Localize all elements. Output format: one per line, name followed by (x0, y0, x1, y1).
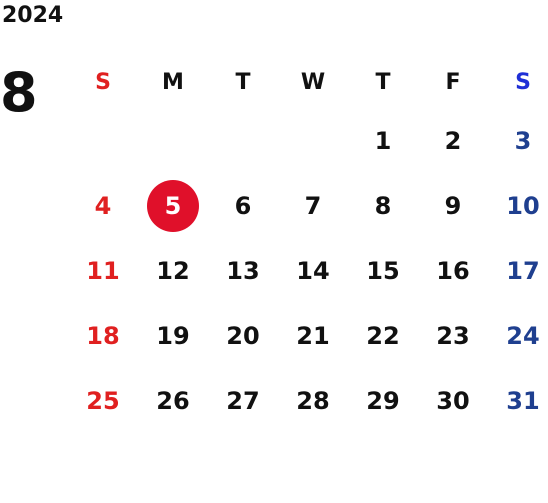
day-cell (68, 108, 138, 173)
day-cell[interactable]: 8 (374, 191, 392, 220)
day-cell[interactable]: 18 (86, 321, 120, 350)
day-cell[interactable]: 11 (86, 256, 120, 285)
day-cell (208, 108, 278, 173)
day-cell (138, 108, 208, 173)
day-cell[interactable]: 16 (436, 256, 470, 285)
today-number: 5 (164, 191, 182, 220)
day-cell[interactable]: 15 (366, 256, 400, 285)
weekday-wednesday: W (300, 69, 326, 95)
day-cell-today[interactable]: 5 (138, 173, 208, 238)
week-row-4: 18 19 20 21 22 23 24 (68, 303, 548, 368)
day-cell[interactable]: 9 (444, 191, 462, 220)
weekday-thursday: T (375, 69, 391, 95)
day-cell[interactable]: 2 (444, 126, 462, 155)
day-cell[interactable]: 22 (366, 321, 400, 350)
weekday-friday: F (445, 69, 461, 95)
day-cell[interactable]: 29 (366, 386, 400, 415)
day-cell[interactable]: 27 (226, 386, 260, 415)
day-cell[interactable]: 30 (436, 386, 470, 415)
day-cell[interactable]: 6 (234, 191, 252, 220)
day-cell[interactable]: 17 (506, 256, 540, 285)
weekday-monday: M (162, 69, 184, 95)
month-label: 8 (0, 61, 38, 124)
day-cell[interactable]: 25 (86, 386, 120, 415)
weekday-sunday: S (95, 69, 111, 95)
weekday-saturday: S (515, 69, 531, 95)
day-cell[interactable]: 21 (296, 321, 330, 350)
day-cell[interactable]: 14 (296, 256, 330, 285)
day-cell[interactable]: 28 (296, 386, 330, 415)
day-cell[interactable]: 12 (156, 256, 190, 285)
weekday-tuesday: T (235, 69, 251, 95)
day-cell (278, 108, 348, 173)
day-cell[interactable]: 19 (156, 321, 190, 350)
week-row-1: 1 2 3 (68, 108, 548, 173)
day-cell[interactable]: 7 (304, 191, 322, 220)
day-cell[interactable]: 1 (374, 126, 392, 155)
week-row-3: 11 12 13 14 15 16 17 (68, 238, 548, 303)
day-cell[interactable]: 3 (514, 126, 532, 155)
day-cell[interactable]: 23 (436, 321, 470, 350)
day-cell[interactable]: 26 (156, 386, 190, 415)
day-cell[interactable]: 13 (226, 256, 260, 285)
calendar-grid: S M T W T F S 1 2 3 4 5 6 7 8 9 10 11 12… (68, 56, 548, 433)
day-cell[interactable]: 10 (506, 191, 540, 220)
day-cell[interactable]: 4 (94, 191, 112, 220)
day-cell[interactable]: 24 (506, 321, 540, 350)
year-label: 2024 (2, 3, 64, 28)
week-row-5: 25 26 27 28 29 30 31 (68, 368, 548, 433)
day-cell[interactable]: 31 (506, 386, 540, 415)
weekday-header-row: S M T W T F S (68, 56, 548, 108)
day-cell[interactable]: 20 (226, 321, 260, 350)
week-row-2: 4 5 6 7 8 9 10 (68, 173, 548, 238)
